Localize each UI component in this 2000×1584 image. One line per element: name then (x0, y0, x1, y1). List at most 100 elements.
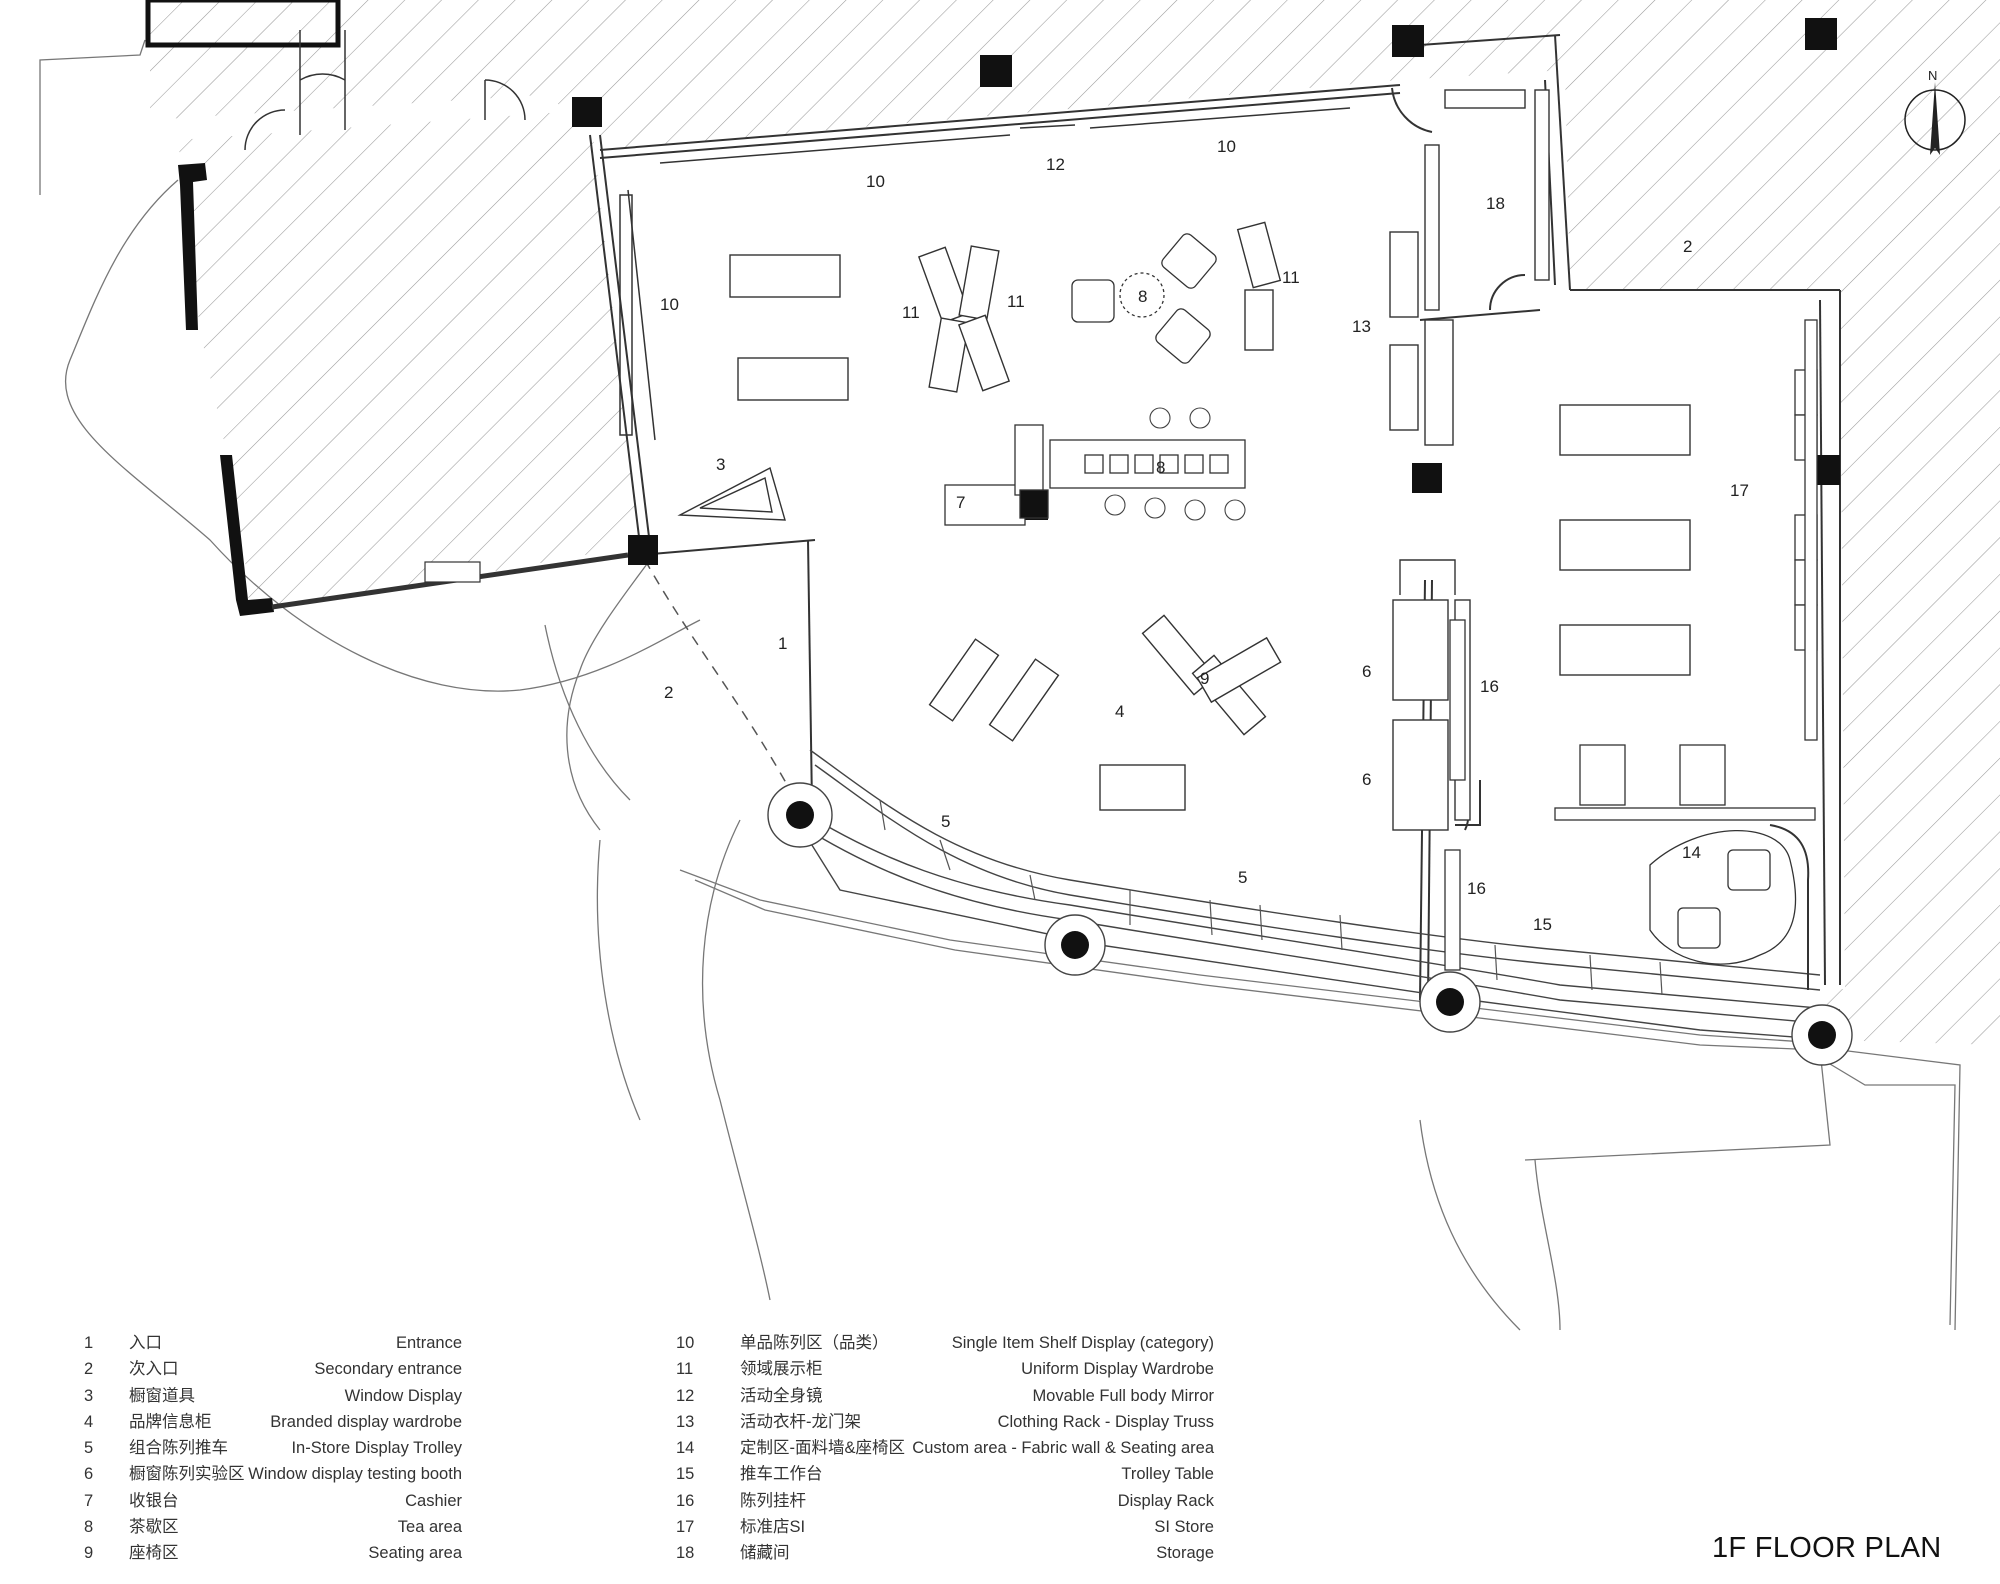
legend-number: 11 (676, 1360, 694, 1379)
room-label-3: 3 (716, 455, 725, 474)
legend-english: Window display testing booth (248, 1465, 462, 1484)
legend-number: 14 (676, 1439, 695, 1458)
legend-english: Uniform Display Wardrobe (1021, 1360, 1214, 1379)
tea-chairs (1071, 233, 1217, 364)
legend-number: 9 (84, 1544, 94, 1563)
legend-chinese: 标准店SI (740, 1518, 806, 1537)
legend-english: Entrance (395, 1334, 462, 1352)
legend-english: Branded display wardrobe (270, 1412, 462, 1431)
legend-chinese: 橱窗道具 (129, 1386, 195, 1405)
room-label-11: 11 (1007, 292, 1025, 311)
vestibule (145, 0, 526, 151)
legend-english: Display Rack (1117, 1491, 1214, 1510)
legend-chinese: 次入口 (129, 1360, 179, 1379)
room-label-11: 11 (902, 303, 920, 322)
legend-number: 17 (676, 1518, 695, 1537)
custom-area (1649, 824, 1810, 990)
legend-number: 5 (84, 1439, 94, 1458)
room-label-10: 10 (1217, 137, 1236, 156)
room-label-10: 10 (866, 172, 885, 191)
legend-chinese: 入口 (129, 1334, 162, 1352)
legend-row: 8 茶歇区 Tea area (84, 1514, 462, 1540)
room-label-14: 14 (1682, 843, 1701, 862)
legend-row: 16 陈列挂杆 Display Rack (676, 1488, 1214, 1514)
legend-row: 10 单品陈列区（品类） Single Item Shelf Display (ca… (676, 1330, 1214, 1356)
legend-number: 12 (676, 1386, 695, 1405)
legend-chinese: 单品陈列区（品类） (740, 1334, 889, 1352)
room-label-8: 8 (1156, 458, 1165, 477)
wardrobes (917, 221, 1282, 742)
legend-number: 8 (84, 1518, 94, 1537)
legend-row: 11 领域展示柜 Uniform Display Wardrobe (676, 1356, 1214, 1382)
legend-number: 15 (676, 1465, 695, 1484)
room-label-4: 4 (1115, 702, 1124, 721)
legend-row: 5 组合陈列推车 In-Store Display Trolley (84, 1435, 462, 1461)
legend-english: Window Display (344, 1386, 462, 1405)
legend-chinese: 储藏间 (740, 1544, 790, 1563)
room-label-1: 1 (778, 634, 787, 653)
plan-title: 1F FLOOR PLAN (1712, 1532, 1942, 1564)
legend-english: Movable Full body Mirror (1032, 1386, 1214, 1405)
legend-english: Tea area (397, 1518, 462, 1537)
legend-chinese: 推车工作台 (740, 1465, 823, 1484)
north-label: N (1928, 68, 1937, 83)
room-labels: 1 2 2 3 4 5 5 6 6 7 8 8 9 10 10 10 11 11… (660, 137, 1749, 934)
facade-curve (789, 749, 1841, 1041)
room-label-6: 6 (1362, 770, 1371, 789)
legend-chinese: 座椅区 (129, 1544, 179, 1563)
legend-chinese: 收银台 (129, 1491, 179, 1510)
room-label-10: 10 (660, 295, 679, 314)
legend-english: Single Item Shelf Display (category) (951, 1334, 1214, 1352)
room-label-11: 11 (1282, 268, 1300, 287)
legend-chinese: 领域展示柜 (740, 1360, 823, 1379)
room-label-17: 17 (1730, 481, 1749, 500)
si-store-furniture (1554, 319, 1818, 821)
room-label-15: 15 (1533, 915, 1552, 934)
legend-number: 2 (84, 1360, 94, 1379)
legend-chinese: 茶歇区 (129, 1518, 179, 1537)
legend-english: In-Store Display Trolley (291, 1439, 462, 1458)
legend-number: 18 (676, 1544, 695, 1563)
entrance-arc (644, 559, 791, 791)
legend-chinese: 活动全身镜 (740, 1386, 823, 1405)
room-label-2: 2 (664, 683, 673, 702)
display-tables (729, 254, 1691, 811)
legend-chinese: 橱窗陈列实验区 (129, 1465, 245, 1484)
hatched-area (150, 0, 2000, 1045)
round-columns (767, 782, 1853, 1066)
legend-number: 1 (84, 1334, 94, 1352)
legend-row: 1 入口 Entrance (84, 1330, 462, 1356)
trolleys (879, 799, 1663, 996)
legend-chinese: 定制区-面料墙&座椅区 (740, 1439, 905, 1458)
legend-number: 10 (676, 1334, 695, 1352)
room-label-18: 18 (1486, 194, 1505, 213)
legend-chinese: 陈列挂杆 (740, 1491, 806, 1510)
room-label-6: 6 (1362, 662, 1371, 681)
legend-english: Clothing Rack - Display Truss (997, 1412, 1214, 1431)
legend-chinese: 组合陈列推车 (129, 1439, 228, 1458)
legend-number: 13 (676, 1412, 695, 1431)
legend-row: 13 活动衣杆-龙门架 Clothing Rack - Display Truss (676, 1409, 1214, 1435)
legend-row: 9 座椅区 Seating area (84, 1540, 462, 1566)
legend-number: 16 (676, 1491, 695, 1510)
room-label-13: 13 (1352, 317, 1371, 336)
legend-number: 3 (84, 1386, 94, 1405)
display-racks (1444, 619, 1466, 971)
room-label-9: 9 (1200, 669, 1209, 688)
north-arrow: N (1904, 68, 1966, 155)
room-label-7: 7 (956, 493, 965, 512)
legend-row: 12 活动全身镜 Movable Full body Mirror (676, 1383, 1214, 1409)
window-room-walls (178, 134, 651, 616)
legend-chinese: 活动衣杆-龙门架 (740, 1412, 861, 1431)
legend-number: 6 (84, 1465, 94, 1484)
legend-english: Seating area (368, 1544, 462, 1563)
